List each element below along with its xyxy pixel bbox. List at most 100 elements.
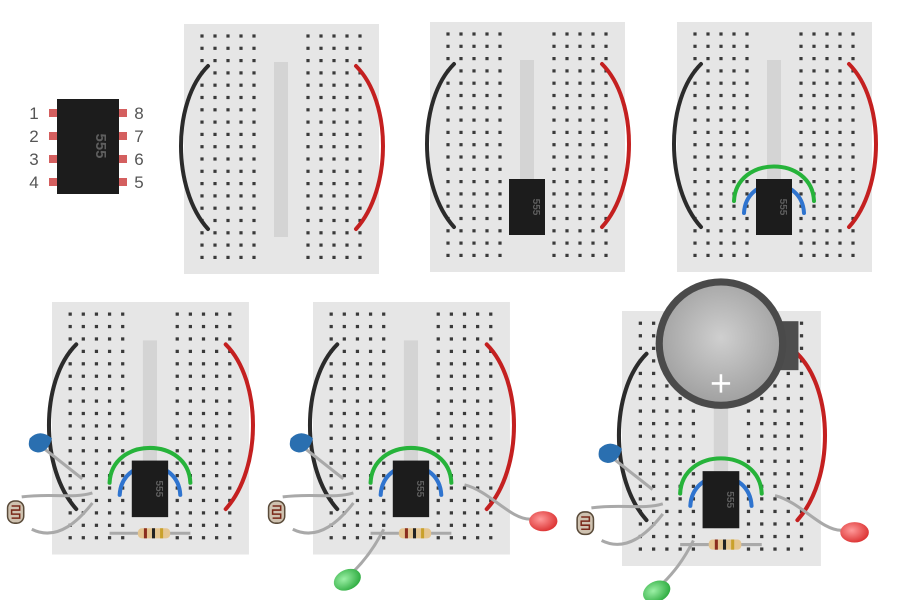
breadboard-hole [462, 362, 467, 366]
breadboard-hole [355, 498, 360, 503]
breadboard-hole [638, 409, 642, 413]
breadboard-hole [476, 362, 480, 366]
breadboard-hole [498, 204, 502, 208]
breadboard-hole [732, 57, 736, 61]
breadboard-hole [175, 374, 179, 378]
breadboard-hole [678, 534, 682, 539]
breadboard-hole [459, 69, 463, 73]
breadboard-hole [446, 167, 450, 171]
breadboard-hole [665, 497, 669, 501]
breadboard-hole [355, 523, 360, 527]
breadboard-hole [678, 547, 682, 551]
breadboard-hole [201, 399, 206, 403]
breadboard-hole [213, 132, 217, 136]
breadboard-hole [94, 523, 99, 527]
breadboard-hole [368, 498, 373, 503]
breadboard-hole [719, 192, 723, 196]
breadboard-hole [462, 511, 467, 515]
breadboard-hole [459, 216, 463, 221]
breadboard-hole [799, 472, 804, 476]
breadboard-hole [239, 182, 243, 186]
breadboard-hole [436, 399, 440, 403]
breadboard-hole [732, 253, 736, 257]
breadboard-hole [355, 324, 360, 329]
breadboard-hole [591, 253, 595, 257]
breadboard-hole [68, 474, 72, 478]
breadboard-hole [355, 449, 360, 453]
breadboard-hole [485, 81, 489, 85]
breadboard-hole [94, 436, 99, 440]
breadboard-hole [851, 32, 855, 36]
breadboard-hole [200, 194, 204, 198]
chip-label: 555 [414, 480, 425, 497]
breadboard-hole [449, 449, 453, 453]
breadboard-hole [228, 474, 232, 478]
breadboard-hole [226, 231, 230, 235]
breadboard-hole [799, 229, 803, 233]
breadboard-hole [332, 71, 336, 75]
breadboard-hole [368, 486, 373, 490]
breadboard-hole [719, 57, 723, 61]
breadboard-hole [81, 411, 85, 416]
black-jumper-wire [425, 62, 456, 229]
breadboard-hole [799, 155, 803, 159]
breadboard-hole [746, 409, 751, 413]
breadboard-hole [638, 447, 642, 451]
breadboard-hole [252, 132, 256, 136]
breadboard-hole [565, 229, 569, 233]
breadboard-hole [332, 120, 336, 124]
breadboard-hole [121, 312, 125, 316]
breadboard-hole [678, 421, 682, 426]
red-jumper-wire [354, 64, 385, 231]
breadboard-hole [578, 44, 582, 48]
breadboard-hole [651, 534, 656, 539]
breadboard-hole [436, 449, 440, 453]
breadboard-hole [485, 155, 489, 159]
breadboard-hole [838, 118, 842, 122]
breadboard-hole [745, 118, 749, 122]
breadboard-hole [213, 71, 217, 75]
breadboard-hole [226, 34, 230, 38]
breadboard-hole [68, 324, 72, 329]
breadboard-hole [94, 424, 99, 428]
breadboard-hole [799, 106, 803, 110]
breadboard-hole [665, 421, 669, 426]
breadboard-hole [175, 362, 179, 366]
breadboard-hole [226, 145, 230, 149]
breadboard-hole [252, 169, 256, 173]
breadboard-hole [228, 523, 232, 527]
breadboard-hole [799, 44, 803, 48]
breadboard-hole [200, 145, 204, 149]
breadboard-hole [838, 192, 842, 196]
breadboard-hole [215, 362, 219, 366]
breadboard-hole [732, 81, 736, 85]
breadboard-hole [825, 118, 829, 122]
breadboard-hole [799, 192, 803, 196]
breadboard-hole [773, 421, 777, 426]
breadboard-hole [678, 447, 682, 451]
photoresistor-lead [600, 513, 665, 546]
breadboard-hole [706, 57, 710, 61]
breadboard-hole [472, 57, 476, 61]
breadboard-hole [498, 192, 502, 196]
breadboard-hole [638, 421, 642, 426]
breadboard-hole [489, 449, 493, 453]
black-jumper-wire [179, 64, 210, 231]
breadboard-hole [329, 436, 333, 440]
breadboard-hole [332, 145, 336, 149]
breadboard-hole [94, 387, 99, 391]
breadboard-hole [476, 461, 480, 465]
breadboard-hole [175, 312, 179, 316]
breadboard-hole [799, 167, 803, 171]
breadboard-hole [472, 93, 476, 98]
chip-body [392, 460, 430, 518]
breadboard-hole [459, 44, 463, 48]
breadboard-hole [552, 204, 556, 208]
breadboard-hole [215, 461, 219, 465]
breadboard-hole [436, 387, 440, 391]
breadboard-hole [732, 130, 736, 134]
breadboard-hole [462, 374, 467, 378]
breadboard-hole [838, 44, 842, 48]
breadboard-hole [215, 474, 219, 478]
breadboard-hole [459, 229, 463, 233]
